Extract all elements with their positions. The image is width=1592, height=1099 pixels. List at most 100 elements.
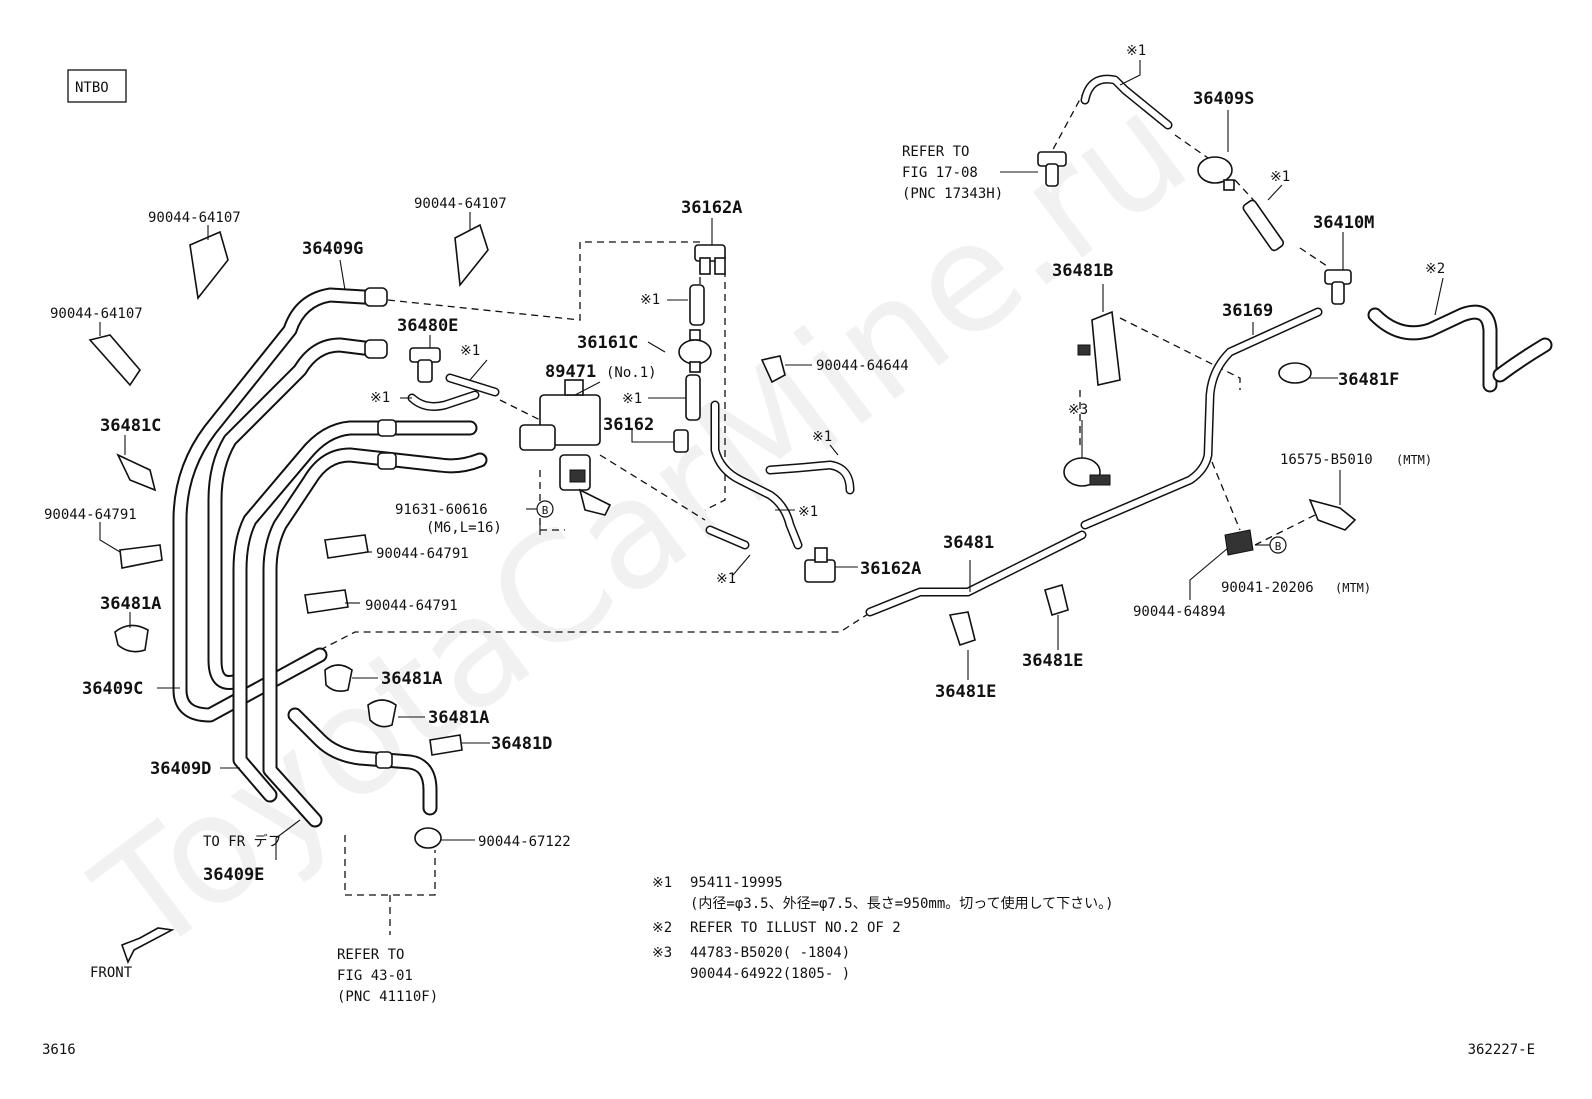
label-36162A: 36162A: [681, 198, 742, 218]
label-36481F: 36481F: [1338, 370, 1399, 390]
label-90044-64107: 90044-64107: [414, 196, 507, 212]
label-36481E: 36481E: [1022, 651, 1083, 671]
clip-36481C: [116, 453, 157, 492]
hose-36409E: [262, 447, 488, 828]
label-36162: 36162: [603, 415, 654, 435]
label-refer-fig-43-01: FIG 43-01: [337, 968, 413, 984]
checkvalve-36161C: [678, 329, 712, 373]
label-36409G: 36409G: [302, 239, 363, 259]
label-front: FRONT: [90, 965, 133, 981]
tube-x1-vertical: [685, 284, 705, 421]
hose-36409D: [232, 420, 478, 803]
b-circle-left: B: [536, 500, 554, 518]
label-36481E: 36481E: [935, 682, 996, 702]
clip-36481E-b: [1044, 583, 1069, 617]
b-circle-right: B: [1269, 536, 1287, 554]
label-36169: 36169: [1222, 301, 1273, 321]
label-36409C: 36409C: [82, 679, 143, 699]
label-x1: ※1: [1126, 43, 1146, 59]
hose-mid-x1: [705, 400, 855, 550]
clip-90044-64107-c: [88, 334, 142, 387]
note-text: 90044-64922(1805- ): [690, 966, 850, 982]
hose-36409G: [207, 337, 388, 690]
label-x1: ※1: [370, 390, 390, 406]
clip-90044-64791-c: [304, 589, 349, 614]
note-mark: ※2: [652, 920, 672, 936]
clip-36481E-a: [948, 611, 976, 647]
code-box-text: NTBO: [75, 80, 109, 96]
label-refer-fig-17-08: (PNC 17343H): [902, 186, 1003, 202]
footer-right: 362227-E: [1468, 1042, 1535, 1058]
label-x1: ※1: [812, 429, 832, 445]
label-16575-B5010: 16575-B5010: [1280, 452, 1373, 468]
clip-36481D: [429, 734, 463, 756]
label-x1: ※1: [716, 571, 736, 587]
note-text: REFER TO ILLUST NO.2 OF 2: [690, 920, 901, 936]
valve-89471: [519, 379, 612, 516]
label-x1: ※1: [640, 292, 660, 308]
label-90041-20206: 90041-20206: [1221, 580, 1314, 596]
label-36409S: 36409S: [1193, 89, 1254, 109]
part-labels: 90044-64107 90044-64107 90044-64107 3640…: [44, 43, 1445, 1005]
label-91631-60616: 91631-60616: [395, 502, 488, 518]
label-36480E: 36480E: [397, 316, 458, 336]
label-36481A: 36481A: [100, 594, 161, 614]
code-box: NTBO: [67, 69, 127, 103]
clip-36481F: [1278, 362, 1312, 384]
label-90044-64107: 90044-64107: [148, 210, 241, 226]
front-arrow-icon: [120, 927, 175, 965]
clamp-x3: [1063, 457, 1111, 487]
hose-x2: [1367, 304, 1553, 393]
label-90044-64791: 90044-64791: [376, 546, 469, 562]
label-90044-64894: 90044-64894: [1133, 604, 1226, 620]
small-hoses-x1: [407, 373, 500, 411]
label-x1: ※1: [1270, 169, 1290, 185]
label-90041-sub: (MTM): [1335, 581, 1371, 595]
fitting-36162: [673, 429, 689, 453]
svg-text:B: B: [1275, 540, 1282, 553]
note-mark: ※3: [652, 945, 672, 961]
tee-36410M: [1324, 269, 1352, 305]
label-90044-64791: 90044-64791: [44, 507, 137, 523]
leader-lines: [99, 60, 1444, 860]
clip-36481A-b: [324, 664, 353, 692]
label-36481A: 36481A: [428, 708, 489, 728]
note-text: 95411-19995: [690, 875, 783, 891]
label-refer-fig-43-01: REFER TO: [337, 947, 404, 963]
label-36481C: 36481C: [100, 416, 161, 436]
label-x1: ※1: [622, 391, 642, 407]
label-36481A: 36481A: [381, 669, 442, 689]
label-90044-67122: 90044-67122: [478, 834, 571, 850]
label-refer-fig-17-08: FIG 17-08: [902, 165, 978, 181]
clip-36481A-c: [367, 699, 397, 728]
filter-36409S: [1197, 156, 1235, 191]
bracket-36481B: [1077, 310, 1121, 386]
tube-36481: [865, 530, 1087, 617]
clip-36481A-a: [114, 624, 149, 653]
label-90044-64791: 90044-64791: [365, 598, 458, 614]
label-refer-fig-43-01: (PNC 41110F): [337, 989, 438, 1005]
connector-36162A-bottom: [804, 547, 836, 583]
hose-36409C: [172, 287, 388, 723]
label-36481D: 36481D: [491, 734, 552, 754]
label-90044-64644: 90044-64644: [816, 358, 909, 374]
label-36409E: 36409E: [203, 865, 264, 885]
hose-top-x1: [1080, 74, 1173, 130]
clip-90044-64791-b: [324, 534, 369, 559]
label-90044-64107: 90044-64107: [50, 306, 143, 322]
tee-36480E: [409, 347, 441, 383]
tube-36169: [1080, 307, 1323, 530]
clip-90044-64791-a: [119, 544, 163, 569]
bracket-16575-B5010: [1308, 498, 1357, 531]
notes: ※1 95411-19995 (内径=φ3.5、外径=φ7.5、長さ=950mm…: [652, 875, 1114, 982]
hose-end-collars: [364, 287, 397, 769]
label-91631-sub: (M6,L=16): [426, 520, 502, 536]
clip-90044-64107-b: [454, 223, 489, 288]
label-x3: ※3: [1068, 402, 1088, 418]
label-36481B: 36481B: [1052, 261, 1113, 281]
footer-left: 3616: [42, 1042, 76, 1058]
svg-text:B: B: [542, 504, 549, 517]
label-36481: 36481: [943, 533, 994, 553]
label-36162A: 36162A: [860, 559, 921, 579]
